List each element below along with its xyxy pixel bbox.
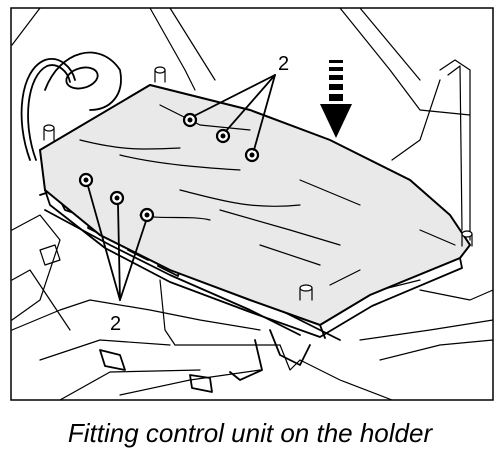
body-structure (11, 7, 494, 401)
lower-fasteners (78, 172, 155, 223)
upper-fasteners (182, 112, 260, 163)
control-unit-plate (38, 66, 473, 339)
callout-number-lower: 2 (110, 313, 121, 335)
illustration-border (10, 7, 494, 401)
downward-arrow-icon (320, 60, 352, 138)
callout-leaders-upper (193, 74, 276, 151)
callout-number-upper: 2 (278, 53, 289, 75)
figure-caption: Fitting control unit on the holder (67, 418, 433, 448)
cable-harness (20, 51, 122, 161)
callout-leaders-lower (87, 185, 147, 301)
